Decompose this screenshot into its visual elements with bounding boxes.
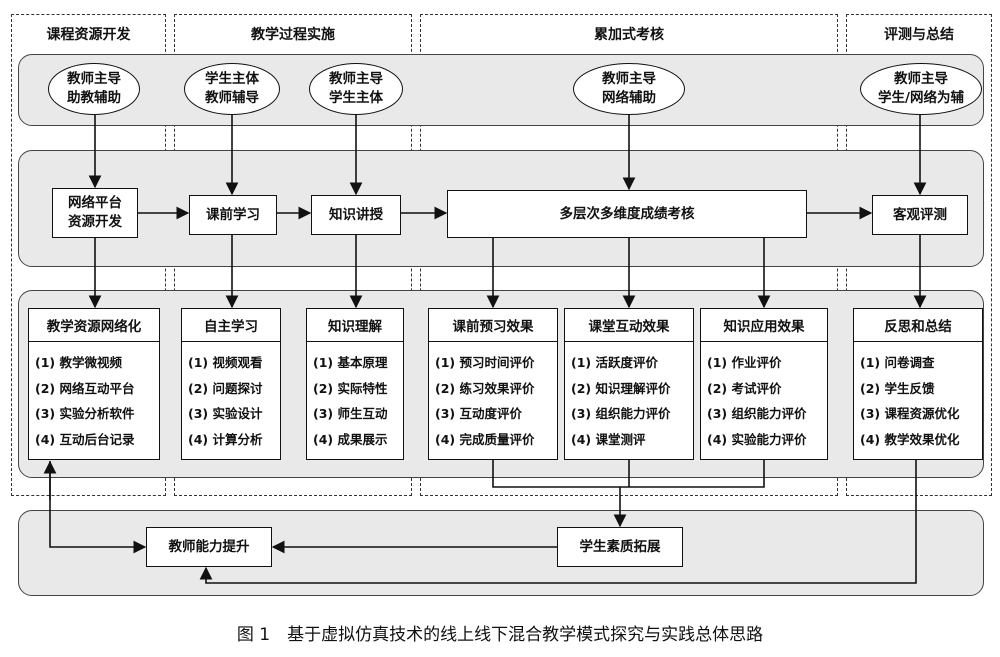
role-text: 教师辅导 [205,90,259,106]
roles-band [18,54,984,126]
card-item: (3) 师生互动 [313,406,388,421]
role-text: 助教辅助 [67,90,121,106]
process-box-evaluation: 客观评测 [872,195,968,235]
card-title: 知识理解 [307,309,403,342]
role-text: 教师主导 [329,71,383,87]
process-box-lecture: 知识讲授 [311,195,401,235]
card-title: 教学资源网络化 [29,309,159,342]
card-item: (1) 预习时间评价 [435,355,535,370]
card-item: (3) 课程资源优化 [860,406,960,421]
role-text: 学生/网络为辅 [878,90,964,106]
card-understanding: 知识理解 (1) 基本原理 (2) 实际特性 (3) 师生互动 (4) 成果展示 [306,308,404,460]
role-text: 教师主导 [602,71,656,87]
process-text: 资源开发 [68,214,122,230]
card-item: (1) 问卷调查 [860,355,935,370]
process-box-platform: 网络平台 资源开发 [52,188,138,238]
card-item: (3) 互动度评价 [435,406,522,421]
process-text: 客观评测 [893,206,947,223]
card-title: 知识应用效果 [701,309,827,342]
outcome-text: 学生素质拓展 [579,538,661,555]
card-item: (4) 互动后台记录 [35,431,135,447]
card-title: 反思和总结 [854,309,982,342]
role-ellipse-resource: 教师主导 助教辅助 [48,63,140,115]
role-text: 教师主导 [894,71,948,87]
card-item: (4) 计算分析 [188,431,263,447]
phase-title-evaluation: 评测与总结 [884,27,954,43]
card-item: (1) 教学微视频 [35,355,122,370]
card-title: 课堂互动效果 [565,309,693,342]
card-item: (1) 基本原理 [313,355,388,370]
card-reflection: 反思和总结 (1) 问卷调查 (2) 学生反馈 (3) 课程资源优化 (4) 教… [853,308,983,460]
card-item: (4) 完成质量评价 [435,431,535,447]
role-ellipse-prestudy: 学生主体 教师辅导 [184,63,280,115]
figure-caption: 图 1 基于虚拟仿真技术的线上线下混合教学模式探究与实践总体思路 [236,625,764,645]
outcome-box-student: 学生素质拓展 [557,527,683,567]
process-text: 网络平台 [68,195,122,211]
card-item: (4) 课堂测评 [571,431,646,447]
card-title: 自主学习 [182,309,280,342]
process-text: 知识讲授 [329,206,383,223]
card-title: 课前预习效果 [429,309,557,342]
role-ellipse-assessment: 教师主导 网络辅助 [573,63,685,115]
card-item: (3) 组织能力评价 [571,406,671,421]
phase-title-resource: 课程资源开发 [46,27,131,43]
card-item: (2) 练习效果评价 [435,380,535,396]
outcome-box-teacher: 教师能力提升 [146,527,272,567]
role-ellipse-evaluation: 教师主导 学生/网络为辅 [860,63,982,115]
phase-title-assessment: 累加式考核 [594,27,664,43]
role-ellipse-lecture: 教师主导 学生主体 [309,63,403,115]
card-knowledge-application: 知识应用效果 (1) 作业评价 (2) 考试评价 (3) 组织能力评价 (4) … [700,308,828,460]
card-item: (2) 学生反馈 [860,380,935,396]
card-item: (1) 作业评价 [707,355,782,370]
card-item: (3) 实验分析软件 [35,406,135,421]
process-box-prestudy: 课前学习 [189,195,277,235]
card-item: (2) 考试评价 [707,380,782,396]
card-self-study: 自主学习 (1) 视频观看 (2) 问题探讨 (3) 实验设计 (4) 计算分析 [181,308,281,460]
card-class-interaction: 课堂互动效果 (1) 活跃度评价 (2) 知识理解评价 (3) 组织能力评价 (… [564,308,694,460]
card-item: (3) 组织能力评价 [707,406,807,421]
card-item: (4) 成果展示 [313,431,388,447]
role-text: 教师主导 [67,71,121,87]
process-text: 多层次多维度成绩考核 [559,205,695,222]
card-resource: 教学资源网络化 (1) 教学微视频 (2) 网络互动平台 (3) 实验分析软件 … [28,308,160,460]
card-item: (4) 教学效果优化 [860,431,960,447]
card-item: (2) 实际特性 [313,380,388,396]
phase-title-process: 教学过程实施 [251,27,335,43]
outcome-text: 教师能力提升 [168,538,250,555]
card-item: (2) 问题探讨 [188,380,263,396]
card-item: (2) 知识理解评价 [571,380,671,396]
role-text: 学生主体 [205,71,259,87]
card-item: (1) 视频观看 [188,355,263,370]
card-item: (3) 实验设计 [188,406,263,421]
card-item: (4) 实验能力评价 [707,431,807,447]
card-item: (1) 活跃度评价 [571,355,658,370]
card-item: (2) 网络互动平台 [35,380,135,396]
role-text: 学生主体 [329,90,383,106]
card-preview-effect: 课前预习效果 (1) 预习时间评价 (2) 练习效果评价 (3) 互动度评价 (… [428,308,558,460]
role-text: 网络辅助 [602,90,656,106]
process-box-assessment: 多层次多维度成绩考核 [447,190,807,238]
process-text: 课前学习 [206,206,260,223]
